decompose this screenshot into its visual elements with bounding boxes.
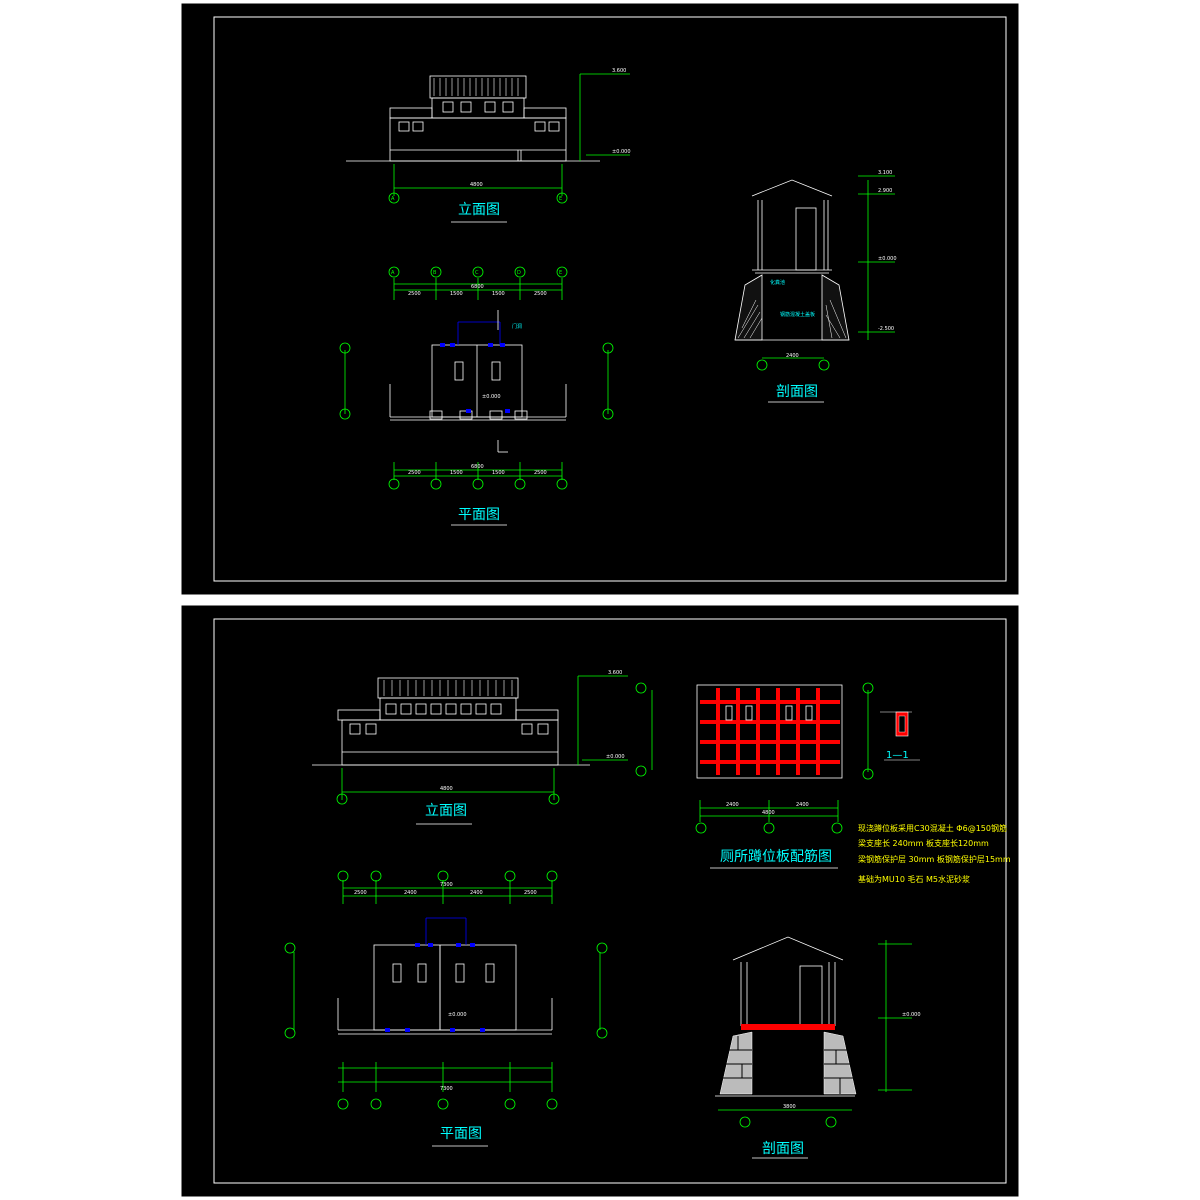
- top-elevation: [346, 73, 630, 196]
- axis-marker: [739, 1116, 751, 1128]
- note-line-3: 梁钢筋保护层 30mm 板钢筋保护层15mm: [858, 854, 1011, 864]
- bottom-plan-door-markers: [385, 943, 485, 1032]
- bottom-section: [715, 936, 912, 1111]
- axis-marker: [862, 768, 874, 780]
- bottom-plan: [293, 880, 601, 1092]
- dim-segment: 1500: [450, 470, 463, 476]
- dim-elev-width: 4800: [470, 182, 483, 188]
- top-sheet-frame: [180, 2, 1020, 596]
- bottom-plan-title: 平面图: [440, 1126, 482, 1142]
- plan-door-markers: [440, 343, 510, 413]
- axis-label: A: [391, 196, 395, 202]
- axis-label: E: [559, 196, 562, 202]
- dim-elev-width: 4800: [440, 786, 453, 792]
- axis-marker: [695, 822, 707, 834]
- axis-marker: [635, 682, 647, 694]
- section-1-1-detail: [880, 711, 920, 761]
- top-section-title: 剖面图: [776, 384, 818, 400]
- dim-segment: 2500: [534, 291, 547, 297]
- note-line-4: 基础为MU10 毛石 M5水泥砂浆: [858, 874, 970, 884]
- label-beam: 钢筋混凝土盖板: [780, 311, 815, 318]
- dim-plan-total: 7300: [440, 882, 453, 888]
- axis-marker: [825, 1116, 837, 1128]
- note-line-2: 梁支座长 240mm 板支座长120mm: [858, 838, 989, 848]
- bottom-elevation: [312, 675, 653, 800]
- dim-plan-total: 6800: [471, 464, 484, 470]
- axis-marker-a: [388, 192, 400, 204]
- level-zero: ±0.000: [482, 394, 501, 400]
- section-width: 2400: [786, 353, 799, 359]
- axis-marker: [635, 765, 647, 777]
- axis-marker: [763, 822, 775, 834]
- dim-slab-segment: 2400: [796, 802, 809, 808]
- dim-segment: 2500: [408, 291, 421, 297]
- axis-marker: [548, 793, 560, 805]
- level-zero: ±0.000: [612, 149, 631, 155]
- top-section: [734, 175, 895, 359]
- top-plan-axis-markers: [339, 266, 614, 490]
- level-zero: ±0.000: [448, 1012, 467, 1018]
- bottom-sheet-frame: [180, 604, 1020, 1198]
- section-mark: 1—1: [886, 750, 909, 761]
- dim-segment: 2500: [408, 470, 421, 476]
- floor-slab: [741, 1024, 835, 1030]
- label-door: 门洞: [512, 323, 522, 330]
- dim-segment: 2400: [470, 890, 483, 896]
- axis-marker: [831, 822, 843, 834]
- dim-segment: 2500: [524, 890, 537, 896]
- slab-reinforcement-plan: [696, 684, 869, 822]
- bottom-section-title: 剖面图: [762, 1141, 804, 1157]
- axis-marker: [336, 793, 348, 805]
- slab-title: 厕所蹲位板配筋图: [720, 848, 832, 865]
- bottom-elevation-title: 立面图: [425, 803, 467, 819]
- axis-marker: [818, 359, 830, 371]
- level-ridge: 3.100: [878, 170, 892, 176]
- level-zero: ±0.000: [902, 1012, 921, 1018]
- axis-label: C: [475, 270, 479, 276]
- dim-segment: 2400: [404, 890, 417, 896]
- dim-segment: 2500: [534, 470, 547, 476]
- dim-segment: 1500: [492, 291, 505, 297]
- level-zero: ±0.000: [606, 754, 625, 760]
- level-base: -2.500: [878, 326, 894, 332]
- top-elevation-title: 立面图: [458, 202, 500, 218]
- dim-slab-total: 4800: [762, 810, 775, 816]
- top-plan: [344, 278, 609, 480]
- axis-marker-b: [556, 192, 568, 204]
- dim-plan-total: 6800: [471, 284, 484, 290]
- level-top: 3.600: [608, 670, 622, 676]
- top-sheet-inner-frame: [213, 16, 1007, 582]
- dim-segment: 1500: [450, 291, 463, 297]
- axis-label: B: [433, 270, 437, 276]
- dim-section-width: 3800: [783, 1104, 796, 1110]
- top-plan-title: 平面图: [458, 507, 500, 523]
- level-zero: ±0.000: [878, 256, 897, 262]
- axis-marker: [756, 359, 768, 371]
- level-eave: 2.900: [878, 188, 892, 194]
- bottom-plan-axis-markers: [284, 870, 608, 1110]
- label-pit: 化粪池: [770, 279, 785, 286]
- bottom-sheet-inner-frame: [213, 618, 1007, 1184]
- dim-slab-segment: 2400: [726, 802, 739, 808]
- axis-label: D: [517, 270, 521, 276]
- axis-label: E: [559, 270, 562, 276]
- dim-segment: 2500: [354, 890, 367, 896]
- axis-marker: [862, 682, 874, 694]
- rubble-joints: [722, 1036, 854, 1094]
- note-line-1: 现浇蹲位板采用C30混凝土 Φ6@150钢筋: [858, 823, 1007, 833]
- axis-label: A: [391, 270, 395, 276]
- level-top: 3.600: [612, 68, 626, 74]
- top-section-hatch: [737, 299, 847, 339]
- dim-plan-total: 7300: [440, 1086, 453, 1092]
- dim-segment: 1500: [492, 470, 505, 476]
